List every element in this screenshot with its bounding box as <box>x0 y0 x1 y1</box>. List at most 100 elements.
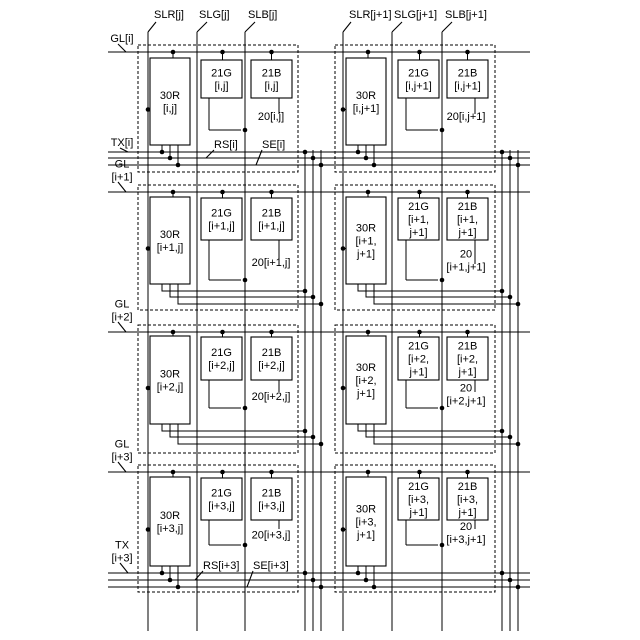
green-subpixel-label-line: j+1] <box>408 227 427 239</box>
junction-dot <box>243 278 248 283</box>
gate-line-label: GL[i+1] <box>111 159 132 184</box>
pixel-id-label-line: [i+2,j+1] <box>446 396 485 408</box>
green-subpixel-label-line: 21G <box>211 208 232 220</box>
red-subpixel-label: 30R[i,j+1] <box>353 90 380 115</box>
green-subpixel-label-line: [i+1, <box>408 214 429 226</box>
junction-dot <box>311 295 316 300</box>
transfer-line-label-line: TX <box>115 540 130 552</box>
signal-line-label-slg: SLG[j+1] <box>394 9 437 21</box>
junction-dot <box>319 302 324 307</box>
green-subpixel-label: 21G[i+1,j+1] <box>408 201 429 239</box>
junction-dot <box>500 429 505 434</box>
blue-subpixel-label-line: 21B <box>458 341 478 353</box>
control-route <box>358 424 502 431</box>
pixel-id-label: 20[i+2,j+1] <box>446 383 485 408</box>
junction-dot <box>364 578 369 583</box>
junction-dot <box>508 295 513 300</box>
blue-subpixel-label: 21B[i+3,j+1] <box>457 481 478 519</box>
green-subpixel-label: 21G[i+3,j] <box>208 488 235 513</box>
junction-dot <box>500 150 505 155</box>
red-subpixel-label: 30R[i+2,j+1] <box>355 362 376 400</box>
pixel-id-label-line: 20 <box>460 383 472 395</box>
label-leader <box>118 462 126 472</box>
gate-line-label-line: GL <box>115 439 130 451</box>
pixel-id-label-line: 20 <box>460 521 472 533</box>
blue-subpixel-label-line: [i,j] <box>264 81 278 93</box>
control-route <box>178 424 321 444</box>
green-subpixel-label: 21G[i+1,j] <box>208 208 235 233</box>
gate-line-label-line: GL[i] <box>110 33 133 45</box>
signal-line-label-slb: SLB[j] <box>248 9 277 21</box>
green-subpixel-label-line: [i+2,j] <box>208 360 235 372</box>
junction-dot <box>243 128 248 133</box>
blue-subpixel-label: 21B[i+1,j+1] <box>457 201 478 239</box>
green-subpixel-label-line: [i,j] <box>214 81 228 93</box>
blue-subpixel-label-line: 21B <box>458 68 478 80</box>
red-subpixel-label-line: [i+2, <box>355 375 376 387</box>
control-route <box>162 424 305 431</box>
label-leader <box>197 22 207 32</box>
blue-subpixel-label-line: j+1] <box>457 227 476 239</box>
signal-line-label-slb: SLB[j+1] <box>445 9 487 21</box>
junction-dot <box>440 278 445 283</box>
junction-dot <box>372 585 377 590</box>
blue-subpixel-label: 21B[i+2,j+1] <box>457 341 478 379</box>
gate-line-label: GL[i] <box>110 33 133 45</box>
junction-dot <box>303 429 308 434</box>
red-subpixel-label-line: 30R <box>356 504 376 516</box>
gate-line-label: GL[i+3] <box>111 439 132 464</box>
red-subpixel-label: 30R[i+3,j] <box>157 510 184 535</box>
red-subpixel-label: 30R[i+1,j+1] <box>355 223 376 261</box>
blue-subpixel-label-line: [i+1, <box>457 214 478 226</box>
junction-dot <box>319 442 324 447</box>
control-route <box>178 284 321 304</box>
label-leader <box>245 22 255 32</box>
label-leader <box>206 150 214 158</box>
junction-dot <box>508 435 513 440</box>
junction-dot <box>311 156 316 161</box>
red-subpixel-label-line: 30R <box>160 369 180 381</box>
junction-dot <box>243 406 248 411</box>
junction-dot <box>516 585 521 590</box>
blue-subpixel-label: 21B[i,j+1] <box>454 68 481 93</box>
junction-dot <box>356 571 361 576</box>
control-route <box>374 284 518 304</box>
red-subpixel-label-line: j+1] <box>356 530 375 542</box>
red-subpixel-label: 30R[i+2,j] <box>157 369 184 394</box>
transfer-line-label: TX[i+3] <box>111 540 132 565</box>
blue-subpixel-label-line: [i+1,j] <box>258 221 285 233</box>
label-leader <box>148 22 156 32</box>
junction-dot <box>311 435 316 440</box>
green-subpixel-label-line: 21G <box>408 68 429 80</box>
transfer-line-label-line: [i+3] <box>111 553 132 565</box>
red-subpixel-label-line: [i+1, <box>355 236 376 248</box>
pixel-id-label: 20[i,j+1] <box>447 111 486 123</box>
green-subpixel-label-line: [i,j+1] <box>405 81 432 93</box>
red-subpixel-label-line: [i+3,j] <box>157 523 184 535</box>
junction-dot <box>516 163 521 168</box>
red-subpixel-label-line: [i,j+1] <box>353 103 380 115</box>
pixel-id-label-line: 20 <box>460 249 472 261</box>
transfer-line-label: TX[i] <box>111 137 134 149</box>
junction-dot <box>440 128 445 133</box>
blue-subpixel-label-line: [i+3, <box>457 494 478 506</box>
green-subpixel-label-line: 21G <box>211 68 232 80</box>
pixel-id-label-line: 20[i+1,j] <box>252 257 291 269</box>
blue-subpixel-label: 21B[i+3,j] <box>258 488 285 513</box>
label-leader <box>120 563 128 573</box>
junction-dot <box>243 543 248 548</box>
green-subpixel-label-line: j+1] <box>408 367 427 379</box>
green-subpixel-label-line: 21G <box>408 481 429 493</box>
junction-dot <box>440 543 445 548</box>
blue-subpixel-label-line: 21B <box>262 68 282 80</box>
junction-dot <box>176 585 181 590</box>
label-leader <box>442 22 452 32</box>
label-leader <box>343 22 351 32</box>
signal-line-label-slr: SLR[j+1] <box>349 9 392 21</box>
blue-subpixel-label-line: 21B <box>262 488 282 500</box>
junction-dot <box>500 571 505 576</box>
gate-line-label-line: [i+1] <box>111 172 132 184</box>
junction-dot <box>516 442 521 447</box>
pixel-id-label-line: 20[i+3,j] <box>252 530 291 542</box>
